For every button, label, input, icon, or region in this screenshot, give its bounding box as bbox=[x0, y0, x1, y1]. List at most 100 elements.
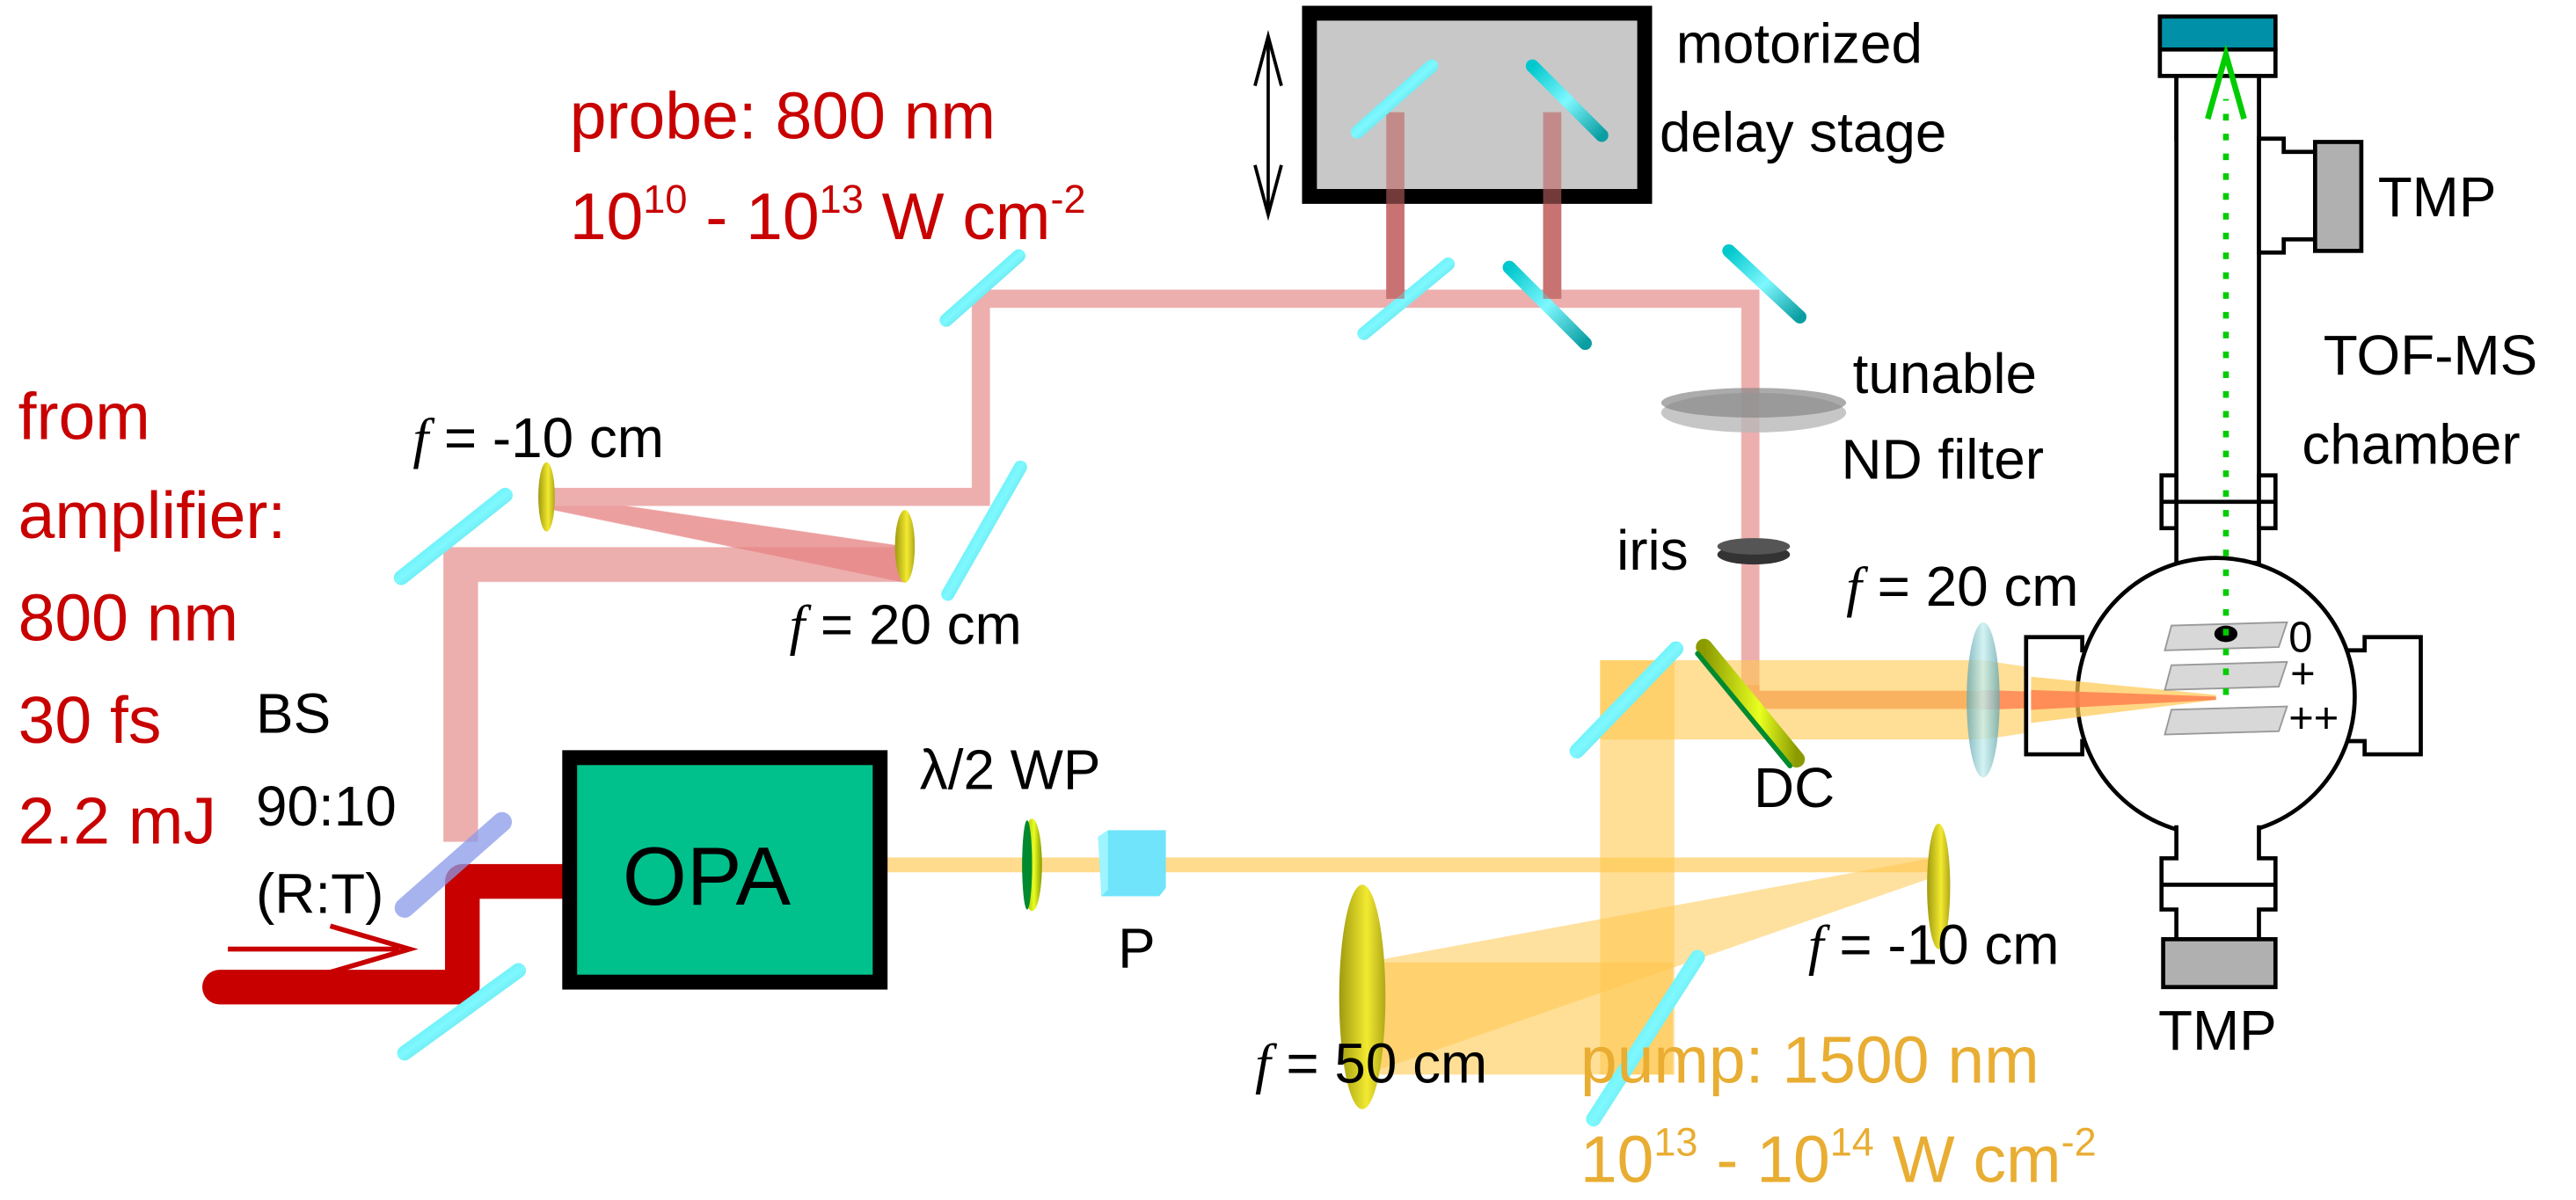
polarizer bbox=[1098, 830, 1166, 897]
nd-filter-label: tunable ND filter bbox=[1841, 342, 2044, 491]
waveplate bbox=[1022, 818, 1042, 912]
focal-value: = -10 cm bbox=[1824, 913, 2060, 977]
pump-intensity-sep: - 10 bbox=[1697, 1122, 1829, 1196]
lens-pump-neg-label: f = -10 cm bbox=[1808, 913, 2060, 977]
input-arrow bbox=[228, 923, 419, 975]
probe-title: probe: 800 nm bbox=[570, 79, 996, 153]
amplifier-beam-path bbox=[202, 863, 587, 1005]
bs-line-2: 90:10 bbox=[256, 775, 397, 838]
mid-flange bbox=[2159, 473, 2278, 531]
dichroic-label: DC bbox=[1754, 756, 1835, 819]
delay-stage-label: motorized delay stage bbox=[1660, 11, 1946, 164]
tmp-top-label: TMP bbox=[2378, 165, 2497, 229]
tmp-top-flange bbox=[2257, 136, 2317, 255]
focal-value: = -10 cm bbox=[428, 406, 664, 469]
bottom-flange bbox=[2159, 825, 2278, 942]
probe-label: probe: 800 nm 1010 - 1013 W cm-2 bbox=[570, 79, 1086, 254]
lens-focus-label: f = 20 cm bbox=[1846, 555, 2078, 618]
pump-title: pump: 1500 nm bbox=[1580, 1023, 2040, 1097]
polarizer-cube-side bbox=[1098, 830, 1108, 897]
chamber-line-1: TOF-MS bbox=[2324, 324, 2537, 387]
mirror-icon bbox=[1722, 244, 1807, 324]
pump-beam bbox=[887, 660, 2225, 1075]
beamsplitter-label: BS 90:10 (R:T) bbox=[256, 682, 397, 926]
iris-rim bbox=[1717, 538, 1791, 555]
probe-intensity-exp2: 13 bbox=[820, 177, 864, 222]
focal-value: = 50 cm bbox=[1271, 1032, 1488, 1095]
probe-beam-converging bbox=[552, 495, 905, 583]
focal-value: = 20 cm bbox=[1862, 555, 2079, 618]
plate-plus bbox=[2164, 660, 2288, 691]
mirror-icon bbox=[1350, 59, 1439, 139]
source-line-5: 2.2 mJ bbox=[18, 783, 216, 857]
chamber-line-2: chamber bbox=[2302, 413, 2520, 476]
probe-intensity-unit-exp: -2 bbox=[1050, 177, 1085, 222]
source-line-2: amplifier: bbox=[18, 478, 287, 552]
ion-arrow-icon bbox=[2205, 43, 2247, 120]
extraction-plates bbox=[2164, 621, 2288, 736]
lens-icon bbox=[1927, 823, 1951, 949]
delay-stage-box bbox=[1302, 5, 1653, 204]
pump-intensity-base: 10 bbox=[1580, 1122, 1654, 1196]
flight-tube bbox=[2174, 74, 2261, 565]
nd-filter-line-1: tunable bbox=[1853, 342, 2037, 405]
focusing-lens-icon bbox=[1967, 622, 2000, 778]
tmp-bottom-label: TMP bbox=[2158, 999, 2277, 1062]
arrow-up-icon bbox=[1253, 30, 1283, 87]
source-line-4: 30 fs bbox=[18, 683, 162, 757]
mirror-icon bbox=[397, 963, 527, 1061]
focused-beams bbox=[2031, 676, 2216, 724]
detector-icon bbox=[2157, 14, 2278, 52]
probe-beam-main bbox=[552, 289, 1760, 694]
lens-icon bbox=[1339, 884, 1386, 1109]
mirror-icon bbox=[939, 249, 1025, 327]
pump-intensity-unit-exp: -2 bbox=[2062, 1119, 2097, 1164]
mirror-icon bbox=[1525, 59, 1609, 142]
ion-flight-path bbox=[2205, 43, 2247, 695]
nd-filter-rim bbox=[1660, 388, 1847, 418]
lens-probe-neg-label: f = -10 cm bbox=[412, 406, 664, 469]
probe-intensity-unit: W cm bbox=[864, 179, 1051, 253]
tof-ms-chamber bbox=[2024, 14, 2423, 990]
amplifier-beam bbox=[202, 863, 587, 1005]
mirror-icon bbox=[1357, 257, 1456, 340]
polarizer-cube-icon bbox=[1098, 830, 1166, 897]
pump-intensity-exp1: 13 bbox=[1653, 1119, 1697, 1164]
opa-box bbox=[562, 750, 888, 990]
waveplate-edge bbox=[1022, 820, 1033, 910]
source-line-1: from bbox=[18, 379, 150, 453]
mirrors bbox=[393, 244, 1807, 1127]
opa bbox=[562, 750, 888, 990]
opa-label: OPA bbox=[623, 830, 792, 922]
mirror-icon bbox=[941, 460, 1027, 601]
probe-beam-wide bbox=[443, 547, 905, 842]
pump-intensity-unit: W cm bbox=[1874, 1122, 2062, 1196]
probe-intensity: 1010 - 1013 W cm-2 bbox=[570, 177, 1086, 253]
pump-label: pump: 1500 nm 1013 - 1014 W cm-2 bbox=[1580, 1023, 2097, 1196]
mirror-icon bbox=[1569, 641, 1684, 759]
tmp-top-icon bbox=[2312, 140, 2364, 253]
arrow-down-icon bbox=[1253, 164, 1283, 222]
iris bbox=[1717, 538, 1791, 565]
waveplate-label: λ/2 WP bbox=[920, 738, 1101, 801]
lens-probe-pos-label: f = 20 cm bbox=[789, 593, 1021, 656]
probe-intensity-sep: - 10 bbox=[687, 179, 819, 253]
plate-label-plus: + bbox=[2290, 651, 2316, 698]
beamsplitter-icon bbox=[394, 811, 513, 918]
plate-label-plusplus: ++ bbox=[2288, 695, 2339, 743]
lens-pump-pos-label: f = 50 cm bbox=[1255, 1032, 1487, 1095]
chamber-labels: TOF-MS chamber TMP TMP 0 + ++ bbox=[2158, 165, 2537, 1062]
polarizer-label: P bbox=[1118, 916, 1156, 979]
nd-filter-line-2: ND filter bbox=[1841, 427, 2044, 491]
mirror-icon bbox=[393, 487, 513, 585]
lens-icon bbox=[894, 510, 916, 583]
mirror-icon bbox=[1502, 260, 1592, 351]
tmp-bottom-icon bbox=[2161, 936, 2278, 990]
bs-line-1: BS bbox=[256, 682, 331, 745]
pump-beam-to-lens bbox=[1600, 660, 1983, 740]
iris-label: iris bbox=[1616, 519, 1689, 582]
bs-line-3: (R:T) bbox=[256, 862, 383, 925]
input-arrow-head bbox=[329, 923, 419, 975]
